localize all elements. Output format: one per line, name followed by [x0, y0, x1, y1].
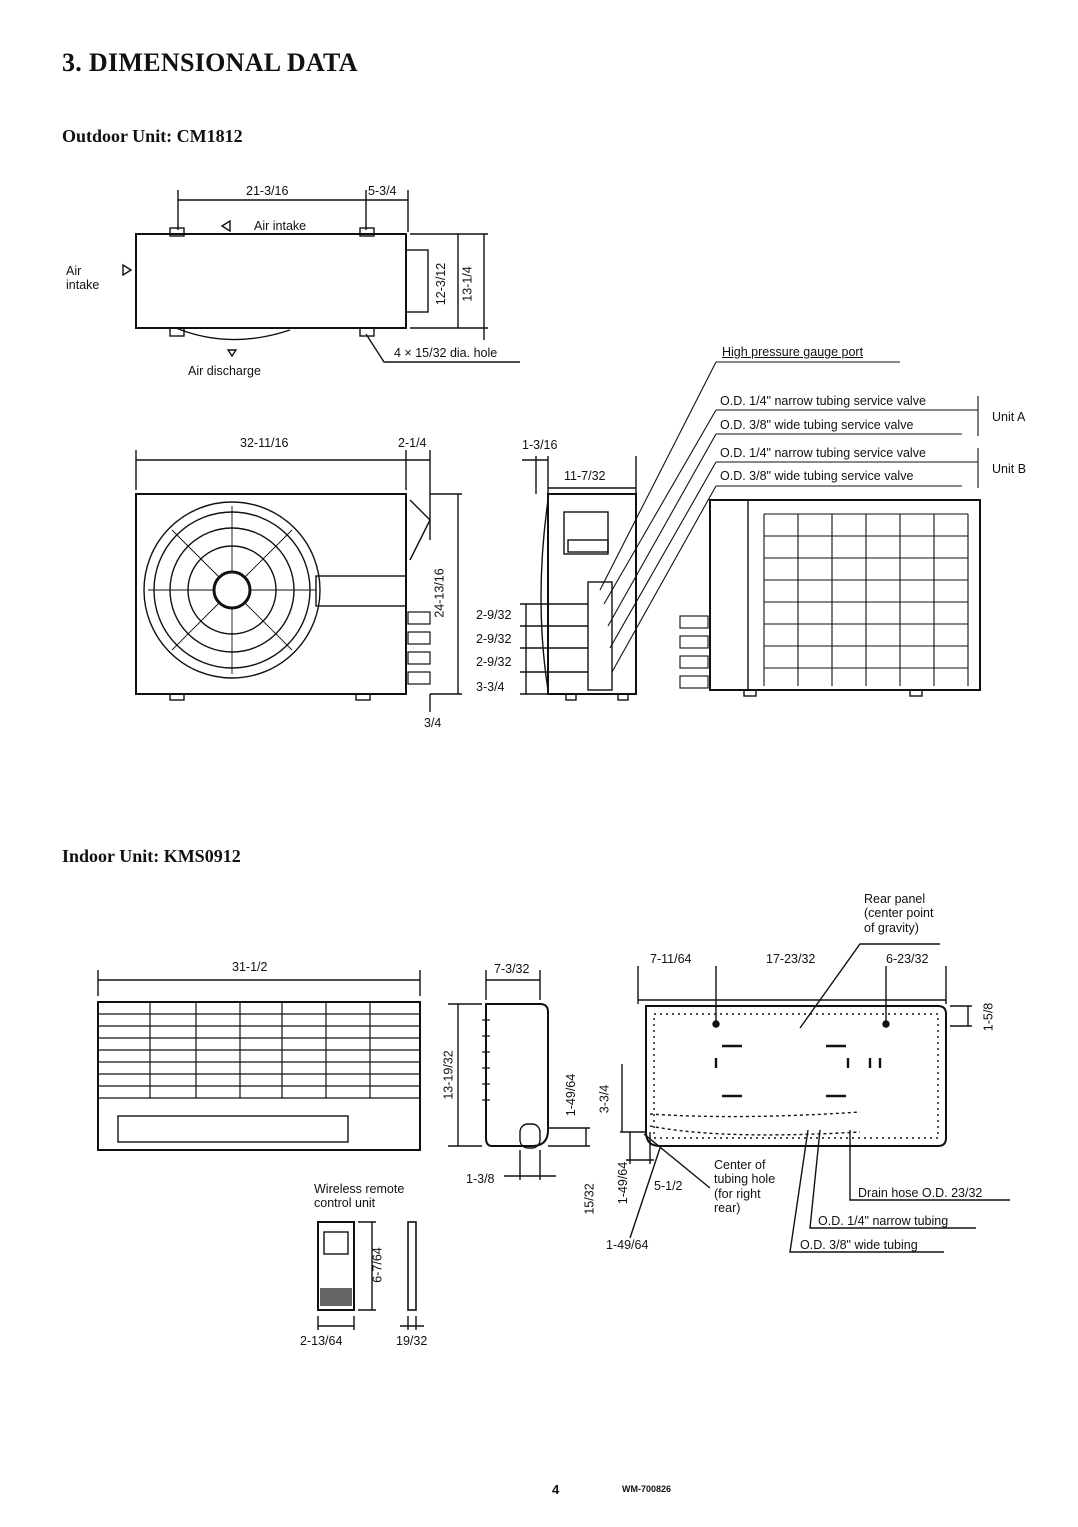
mounting-hole-note: 4 × 15/32 dia. hole — [394, 346, 498, 360]
rear-left-v2-dim: 1-49/64 — [616, 1161, 631, 1205]
outdoor-rear-view — [679, 499, 981, 697]
air-discharge-label: Air discharge — [188, 364, 261, 378]
remote-label: Wireless remote control unit — [314, 1182, 405, 1211]
valve-spacing-dim-4: 3-3/4 — [476, 680, 505, 694]
valve-spacing-dim-3: 2-9/32 — [476, 655, 512, 669]
outdoor-front-width-dim: 32-11/16 — [240, 436, 289, 450]
remote-thickness-dim: 19/32 — [396, 1334, 428, 1348]
outdoor-height-dim: 24-13/16 — [432, 568, 447, 618]
indoor-side-bottom-dim-b: 1-3/8 — [466, 1172, 495, 1186]
rear-right-dim: 6-23/32 — [886, 952, 929, 966]
outdoor-side-top-dim: 1-3/16 — [522, 438, 558, 452]
rear-top-right-dim: 1-5/8 — [981, 1002, 996, 1032]
rear-panel-callout: Rear panel (center point of gravity) — [864, 892, 934, 935]
indoor-width-dim: 31-1/2 — [232, 960, 268, 974]
outdoor-front-view — [135, 450, 462, 712]
air-intake-top-label: Air intake — [254, 219, 307, 233]
outdoor-side-width-dim: 11-7/32 — [564, 469, 606, 483]
valve-spacing-dim-1: 2-9/32 — [476, 608, 512, 622]
unit-a-narrow-valve: O.D. 1/4" narrow tubing service valve — [720, 394, 926, 408]
remote-width-dim: 2-13/64 — [300, 1334, 343, 1348]
outdoor-depth-outer-dim: 13-1/4 — [460, 266, 475, 302]
outdoor-top-offset-dim: 5-3/4 — [368, 184, 397, 198]
air-intake-side-label: Air intake — [66, 264, 100, 293]
outdoor-unit-title: Outdoor Unit: CM1812 — [62, 126, 243, 146]
remote-height-dim: 6-7/64 — [370, 1247, 385, 1283]
tubing-hole-callout: Center of tubing hole (for right rear) — [714, 1158, 776, 1216]
outdoor-bottom-dim: 3/4 — [424, 716, 442, 730]
indoor-side-bottom-dim-c: 15/32 — [582, 1183, 597, 1215]
unit-a-label: Unit A — [992, 410, 1026, 424]
outdoor-side-view — [520, 456, 637, 701]
outdoor-front-right-dim: 2-1/4 — [398, 436, 427, 450]
wide-tubing-callout: O.D. 3/8" wide tubing — [800, 1238, 918, 1252]
gauge-port-callout: High pressure gauge port — [722, 345, 864, 359]
valve-spacing-dim-2: 2-9/32 — [476, 632, 512, 646]
narrow-tubing-callout: O.D. 1/4" narrow tubing — [818, 1214, 949, 1228]
drain-hose-callout: Drain hose O.D. 23/32 — [858, 1186, 983, 1200]
indoor-depth-dim: 7-3/32 — [494, 962, 530, 976]
section-title: 3. DIMENSIONAL DATA — [62, 48, 358, 77]
indoor-front-view — [97, 970, 421, 1151]
indoor-height-dim: 13-19/32 — [441, 1050, 456, 1100]
indoor-side-bottom-dim-a: 1-49/64 — [564, 1073, 579, 1117]
unit-b-label: Unit B — [992, 462, 1027, 476]
indoor-side-view — [448, 970, 590, 1180]
remote-control-drawing — [317, 1221, 424, 1330]
rear-left-v-dim: 3-3/4 — [597, 1084, 612, 1114]
tubing-hole-dim-a: 5-1/2 — [654, 1179, 683, 1193]
rear-mid-dim: 17-23/32 — [766, 952, 816, 966]
tubing-hole-dim-b: 1-49/64 — [606, 1238, 649, 1252]
unit-b-wide-valve: O.D. 3/8" wide tubing service valve — [720, 469, 914, 483]
page-number: 4 — [552, 1482, 560, 1497]
unit-b-narrow-valve: O.D. 1/4" narrow tubing service valve — [720, 446, 926, 460]
rear-left-dim: 7-11/64 — [650, 952, 692, 966]
indoor-rear-view — [620, 943, 1010, 1253]
outdoor-depth-inner-dim: 12-3/12 — [434, 262, 449, 306]
outdoor-top-view — [122, 190, 520, 363]
outdoor-callout-leaders — [599, 361, 979, 673]
document-code: WM-700826 — [622, 1484, 672, 1494]
outdoor-top-width-dim: 21-3/16 — [246, 184, 289, 198]
unit-a-wide-valve: O.D. 3/8" wide tubing service valve — [720, 418, 914, 432]
indoor-unit-title: Indoor Unit: KMS0912 — [62, 846, 241, 866]
